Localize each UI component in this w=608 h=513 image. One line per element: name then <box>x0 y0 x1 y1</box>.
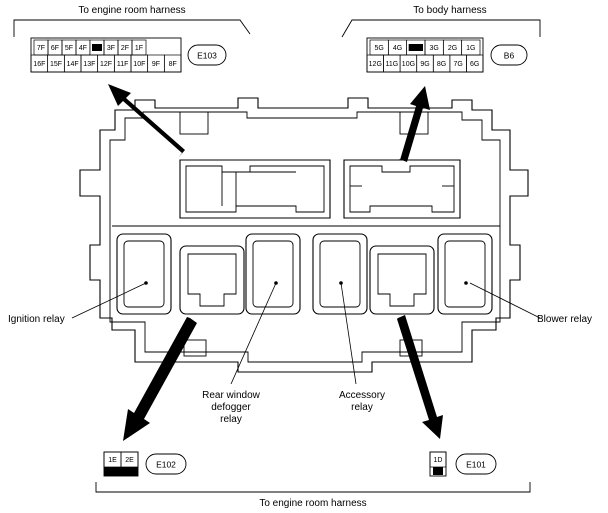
connector-e103-tag <box>187 44 227 66</box>
e103-top-blank-fill <box>92 44 102 51</box>
connector-b6-tag <box>490 44 528 66</box>
b6-bottom-pin: 9G <box>420 61 429 68</box>
e103-top-pin: 3F <box>107 45 115 52</box>
label-blower-relay: Blower relay <box>537 314 592 325</box>
connector-e102-top-row: 1E 2E <box>103 451 139 468</box>
e103-bottom-pin: 13F <box>83 61 95 68</box>
e103-bottom-pin: 9F <box>152 61 160 68</box>
e103-top-pin: 5F <box>65 45 73 52</box>
e101-top-pin: 1D <box>434 457 443 464</box>
socket-right <box>343 159 461 219</box>
e103-bottom-cell <box>163 54 182 73</box>
label-rear-defogger-line-1: Rear window <box>202 390 261 401</box>
e102-top-pin: 1E <box>108 457 117 464</box>
b6-top-pin: 2G <box>448 45 457 52</box>
b6-bottom-pin: 6G <box>470 61 479 68</box>
e103-bottom-pin: 10F <box>133 61 145 68</box>
arrow-to-e101 <box>397 315 443 439</box>
connector-e102: 1E 2E E102 <box>103 451 187 477</box>
connector-e103: 7F 6F 5F 4F 3F 2F 1F 16F 15F 14F 13F 12F 11F 10F 9F 8F… <box>30 37 227 73</box>
b6-bottom-pin: 11G <box>385 61 398 68</box>
connector-e102-name: E102 <box>156 460 176 470</box>
e103-bottom-pin: 15F <box>50 61 62 68</box>
relay-left-socket <box>179 245 245 315</box>
harness-label-top-right: To body harness <box>413 5 486 16</box>
b6-top-pin: 3G <box>429 45 438 52</box>
e103-bottom-pin: 16F <box>33 61 45 68</box>
relay-rear-defogger <box>245 233 301 315</box>
connector-e102-shade <box>104 467 138 476</box>
b6-top-pin: 1G <box>466 45 475 52</box>
e103-bottom-pin: 12F <box>100 61 112 68</box>
harness-label-bottom: To engine room harness <box>259 498 366 509</box>
b6-bottom-pin: 7G <box>453 61 462 68</box>
b6-top-pin: 5G <box>374 45 383 52</box>
label-rear-defogger-line-2: defogger <box>211 402 251 413</box>
connector-e103-top-row: 7F 6F 5F 4F 3F 2F 1F <box>33 39 147 56</box>
harness-label-top-left: To engine room harness <box>78 5 185 16</box>
e103-top-pin: 6F <box>51 45 59 52</box>
socket-left <box>179 159 331 219</box>
connector-e101-name: E101 <box>466 460 486 470</box>
arrow-to-e102 <box>123 317 197 441</box>
connector-e102-tag <box>145 453 187 475</box>
connector-e101-shade <box>433 467 443 475</box>
b6-top-blank-fill <box>408 44 423 51</box>
fuse-block-body <box>79 97 529 373</box>
label-accessory-line-2: relay <box>351 402 373 413</box>
connector-e101-tag <box>455 453 497 475</box>
bracket-bottom <box>95 482 531 493</box>
b6-bottom-pin: 10G <box>402 61 415 68</box>
b6-bottom-pin: 12G <box>369 61 382 68</box>
e103-bottom-pin: 14F <box>67 61 79 68</box>
e103-top-pin: 1F <box>135 45 143 52</box>
connector-b6-top-row: 5G 4G 3G 2G 1G <box>369 39 481 56</box>
e103-top-pin: 7F <box>37 45 45 52</box>
connector-e103-bottom-row: 16F 15F 14F 13F 12F 11F 10F 9F 8F <box>30 54 182 73</box>
connector-e101: 1D E101 <box>429 451 497 477</box>
e103-bottom-pin: 8F <box>169 61 177 68</box>
arrow-to-e103 <box>108 84 185 158</box>
connector-e101-top-row: 1D <box>429 451 447 468</box>
connector-e103-name: E103 <box>197 51 217 61</box>
b6-bottom-pin: 8G <box>437 61 446 68</box>
label-rear-defogger-line-3: relay <box>220 414 242 425</box>
b6-top-pin: 4G <box>393 45 402 52</box>
relay-right-socket <box>369 245 435 315</box>
label-accessory-line-1: Accessory <box>339 390 385 401</box>
body-latch-tl <box>179 111 209 135</box>
b6-bottom-cell <box>466 54 484 73</box>
relay-blower <box>437 233 493 315</box>
leader-rear-defogger <box>230 282 277 385</box>
e103-top-pin: 2F <box>121 45 129 52</box>
bracket-top-left <box>13 19 251 37</box>
connector-b6-name: B6 <box>504 51 515 61</box>
leader-ignition <box>71 282 147 319</box>
e103-bottom-pin: 11F <box>117 61 129 68</box>
leader-blower <box>469 282 541 319</box>
relay-accessory <box>312 233 368 315</box>
leader-accessory <box>340 282 357 385</box>
relay-ignition <box>116 233 172 315</box>
e103-top-pin: 4F <box>79 45 87 52</box>
label-ignition-relay: Ignition relay <box>8 314 65 325</box>
body-latch-bl <box>183 339 207 357</box>
bracket-top-right <box>341 19 541 38</box>
arrow-to-b6 <box>399 86 430 162</box>
e102-top-pin: 2E <box>125 457 134 464</box>
